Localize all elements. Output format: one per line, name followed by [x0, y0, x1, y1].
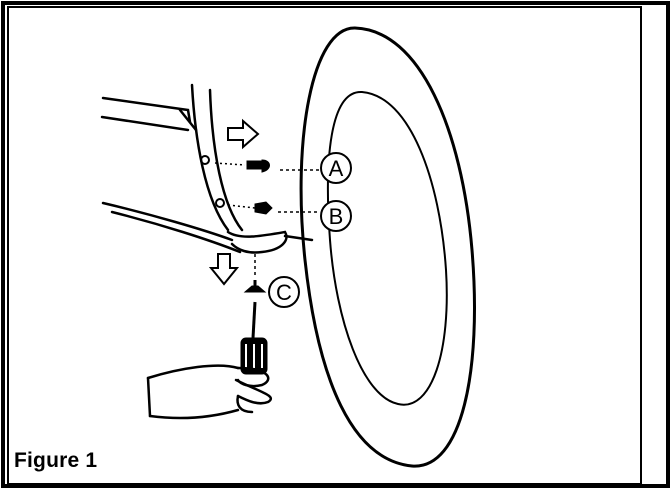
callout-a: A: [320, 152, 352, 184]
hand-icon: [146, 364, 272, 420]
callout-c-label: C: [276, 280, 292, 305]
screwdriver-icon: [240, 301, 268, 375]
screw-hole-upper: [200, 155, 210, 165]
arrow-down-icon: [208, 253, 240, 286]
upper-frame-arm: [100, 83, 244, 232]
callout-b: B: [320, 200, 352, 232]
screw-hole-lower: [215, 198, 225, 208]
callout-a-label: A: [329, 156, 344, 181]
lower-frame-arm: [101, 201, 314, 254]
figure-inner-frame: [7, 6, 642, 485]
screw-b-icon: [227, 201, 273, 215]
callout-b-label: B: [329, 204, 344, 229]
figure-caption: Figure 1: [14, 449, 98, 472]
oval-mirror: [299, 26, 476, 468]
arrow-right-icon: [227, 118, 260, 150]
screw-c-icon: [243, 254, 267, 293]
callout-c: C: [268, 276, 300, 308]
screw-a-icon: [214, 159, 270, 173]
